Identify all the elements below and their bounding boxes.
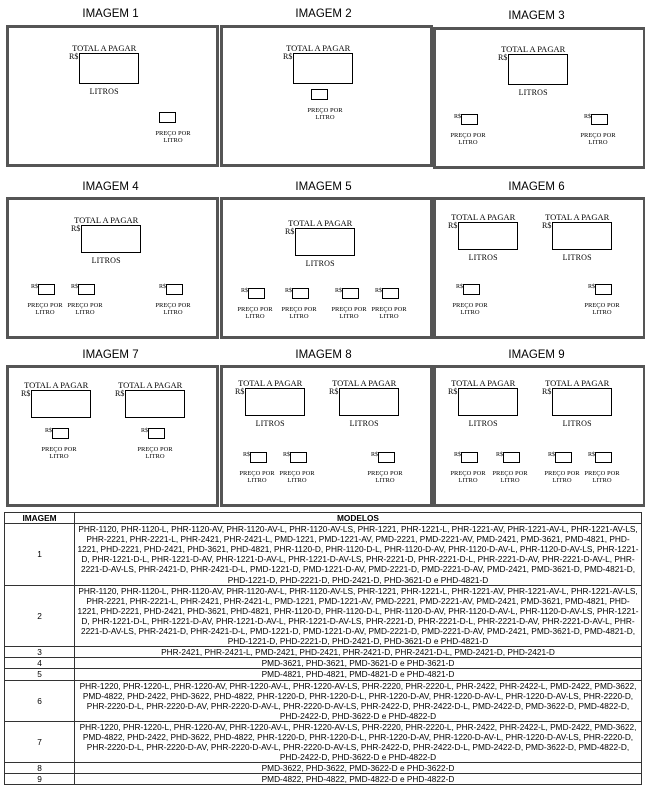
display-preco-por-litro-4: R$ PREÇO POR LITRO bbox=[371, 288, 407, 320]
row-imagem: 8 bbox=[4, 762, 75, 775]
caption-imagem-3: IMAGEM 3 bbox=[508, 10, 565, 22]
caption-imagem-6: IMAGEM 6 bbox=[508, 181, 565, 193]
panel-imagem-3: TOTAL A PAGAR R$ LITROS R$ PREÇO POR LIT… bbox=[433, 27, 645, 169]
display-preco-por-litro-3: R$ PREÇO POR LITRO bbox=[544, 452, 580, 484]
row-modelos: PMD-4822, PHD-4822, PMD-4822-D e PHD-482… bbox=[74, 773, 642, 786]
panel-imagem-7: TOTAL A PAGAR R$ TOTAL A PAGAR R$ R$ PRE… bbox=[6, 365, 219, 507]
panel-imagem-2: TOTAL A PAGAR R$ PREÇO POR LITRO bbox=[220, 25, 433, 167]
display-total: TOTAL A PAGAR R$ LITROS bbox=[498, 44, 569, 97]
display-total: TOTAL A PAGAR R$ LITROS bbox=[71, 215, 142, 265]
panel-imagem-9: TOTAL A PAGAR R$ LITROS TOTAL A PAGAR R$… bbox=[433, 365, 645, 507]
panel-imagem-6: TOTAL A PAGAR R$ LITROS TOTAL A PAGAR R$… bbox=[433, 197, 645, 339]
display-preco-por-litro-1: R$ PREÇO POR LITRO bbox=[450, 452, 486, 484]
row-imagem: 3 bbox=[4, 646, 75, 659]
caption-imagem-7: IMAGEM 7 bbox=[82, 349, 139, 361]
display-total: TOTAL A PAGAR R$ LITROS bbox=[285, 218, 356, 268]
panel-imagem-8: TOTAL A PAGAR R$ LITROS TOTAL A PAGAR R$… bbox=[220, 365, 433, 507]
caption-imagem-2: IMAGEM 2 bbox=[295, 8, 352, 20]
display-preco-por-litro-4: R$ PREÇO POR LITRO bbox=[584, 452, 620, 484]
row-modelos: PHR-1220, PHR-1220-L, PHR-1220-AV, PHR-1… bbox=[74, 720, 642, 764]
display-preco-por-litro-right: R$ PREÇO POR LITRO bbox=[137, 428, 173, 460]
display-preco-por-litro-right: R$ PREÇO POR LITRO bbox=[580, 114, 616, 146]
display-preco-por-litro-2: R$ PREÇO POR LITRO bbox=[67, 284, 103, 316]
display-preco-por-litro-right: R$ PREÇO POR LITRO bbox=[584, 284, 620, 316]
display-total-left: TOTAL A PAGAR R$ bbox=[21, 380, 92, 418]
display-total-right: TOTAL A PAGAR R$ LITROS bbox=[542, 378, 613, 428]
row-modelos: PMD-4821, PHD-4821, PMD-4821-D e PHD-482… bbox=[74, 668, 642, 681]
row-modelos: PHR-1220, PHR-1220-L, PHR-1220-AV, PHR-1… bbox=[74, 679, 642, 722]
display-preco-por-litro-3: R$ PREÇO POR LITRO bbox=[155, 284, 191, 316]
header-imagem: IMAGEM bbox=[4, 511, 75, 525]
panel-imagem-1: TOTAL A PAGAR R$ LITROS PREÇO POR LITRO bbox=[6, 25, 219, 167]
row-imagem: 9 bbox=[4, 773, 75, 786]
display-preco-por-litro-left: R$ PREÇO POR LITRO bbox=[450, 114, 486, 146]
display-preco-por-litro-1: R$ PREÇO POR LITRO bbox=[237, 288, 273, 320]
row-modelos: PHR-1120, PHR-1120-L, PHR-1120-AV, PHR-1… bbox=[74, 523, 642, 586]
caption-imagem-5: IMAGEM 5 bbox=[295, 181, 352, 193]
display-preco-por-litro-3: R$ PREÇO POR LITRO bbox=[367, 452, 403, 484]
panel-imagem-4: TOTAL A PAGAR R$ LITROS R$ PREÇO POR LIT… bbox=[6, 197, 219, 339]
display-total-left: TOTAL A PAGAR R$ LITROS bbox=[448, 212, 519, 262]
display-preco-por-litro-2: R$ PREÇO POR LITRO bbox=[281, 288, 317, 320]
row-imagem: 5 bbox=[4, 668, 75, 681]
row-imagem: 6 bbox=[4, 679, 75, 722]
row-modelos: PHR-1120, PHR-1120-L, PHR-1120-AV, PHR-1… bbox=[74, 584, 642, 648]
display-total-left: TOTAL A PAGAR R$ LITROS bbox=[448, 378, 519, 428]
row-imagem: 7 bbox=[4, 720, 75, 764]
display-preco-por-litro: PREÇO POR LITRO bbox=[307, 89, 343, 121]
row-imagem: 4 bbox=[4, 657, 75, 670]
display-preco-por-litro-1: R$ PREÇO POR LITRO bbox=[239, 452, 275, 484]
caption-imagem-9: IMAGEM 9 bbox=[508, 349, 565, 361]
display-total-right: TOTAL A PAGAR R$ LITROS bbox=[542, 212, 613, 262]
row-modelos: PHR-2421, PHR-2421-L, PMD-2421, PHD-2421… bbox=[74, 646, 642, 659]
display-total-right: TOTAL A PAGAR R$ bbox=[115, 380, 186, 418]
display-preco-por-litro: PREÇO POR LITRO bbox=[155, 112, 191, 144]
display-preco-por-litro-left: R$ PREÇO POR LITRO bbox=[41, 428, 77, 460]
display-preco-por-litro-2: R$ PREÇO POR LITRO bbox=[279, 452, 315, 484]
panel-imagem-5: TOTAL A PAGAR R$ LITROS R$ PREÇO POR LIT… bbox=[220, 197, 433, 339]
row-imagem: 2 bbox=[4, 584, 75, 648]
display-total: TOTAL A PAGAR R$ bbox=[283, 43, 354, 84]
display-total-left: TOTAL A PAGAR R$ LITROS bbox=[235, 378, 306, 428]
caption-imagem-4: IMAGEM 4 bbox=[82, 181, 139, 193]
caption-imagem-1: IMAGEM 1 bbox=[82, 8, 139, 20]
display-preco-por-litro-1: R$ PREÇO POR LITRO bbox=[27, 284, 63, 316]
display-preco-por-litro-left: R$ PREÇO POR LITRO bbox=[452, 284, 488, 316]
display-preco-por-litro-2: R$ PREÇO POR LITRO bbox=[492, 452, 528, 484]
header-modelos: MODELOS bbox=[74, 511, 642, 525]
display-total: TOTAL A PAGAR R$ LITROS bbox=[69, 43, 140, 96]
row-modelos: PMD-3622, PHD-3622, PMD-3622-D e PHD-362… bbox=[74, 762, 642, 775]
table-header-row: IMAGEM MODELOS bbox=[4, 511, 642, 525]
row-modelos: PMD-3621, PHD-3621, PMD-3621-D e PHD-362… bbox=[74, 657, 642, 670]
display-total-right: TOTAL A PAGAR R$ LITROS bbox=[329, 378, 400, 428]
caption-imagem-8: IMAGEM 8 bbox=[295, 349, 352, 361]
display-preco-por-litro-3: R$ PREÇO POR LITRO bbox=[331, 288, 367, 320]
row-imagem: 1 bbox=[4, 523, 75, 586]
